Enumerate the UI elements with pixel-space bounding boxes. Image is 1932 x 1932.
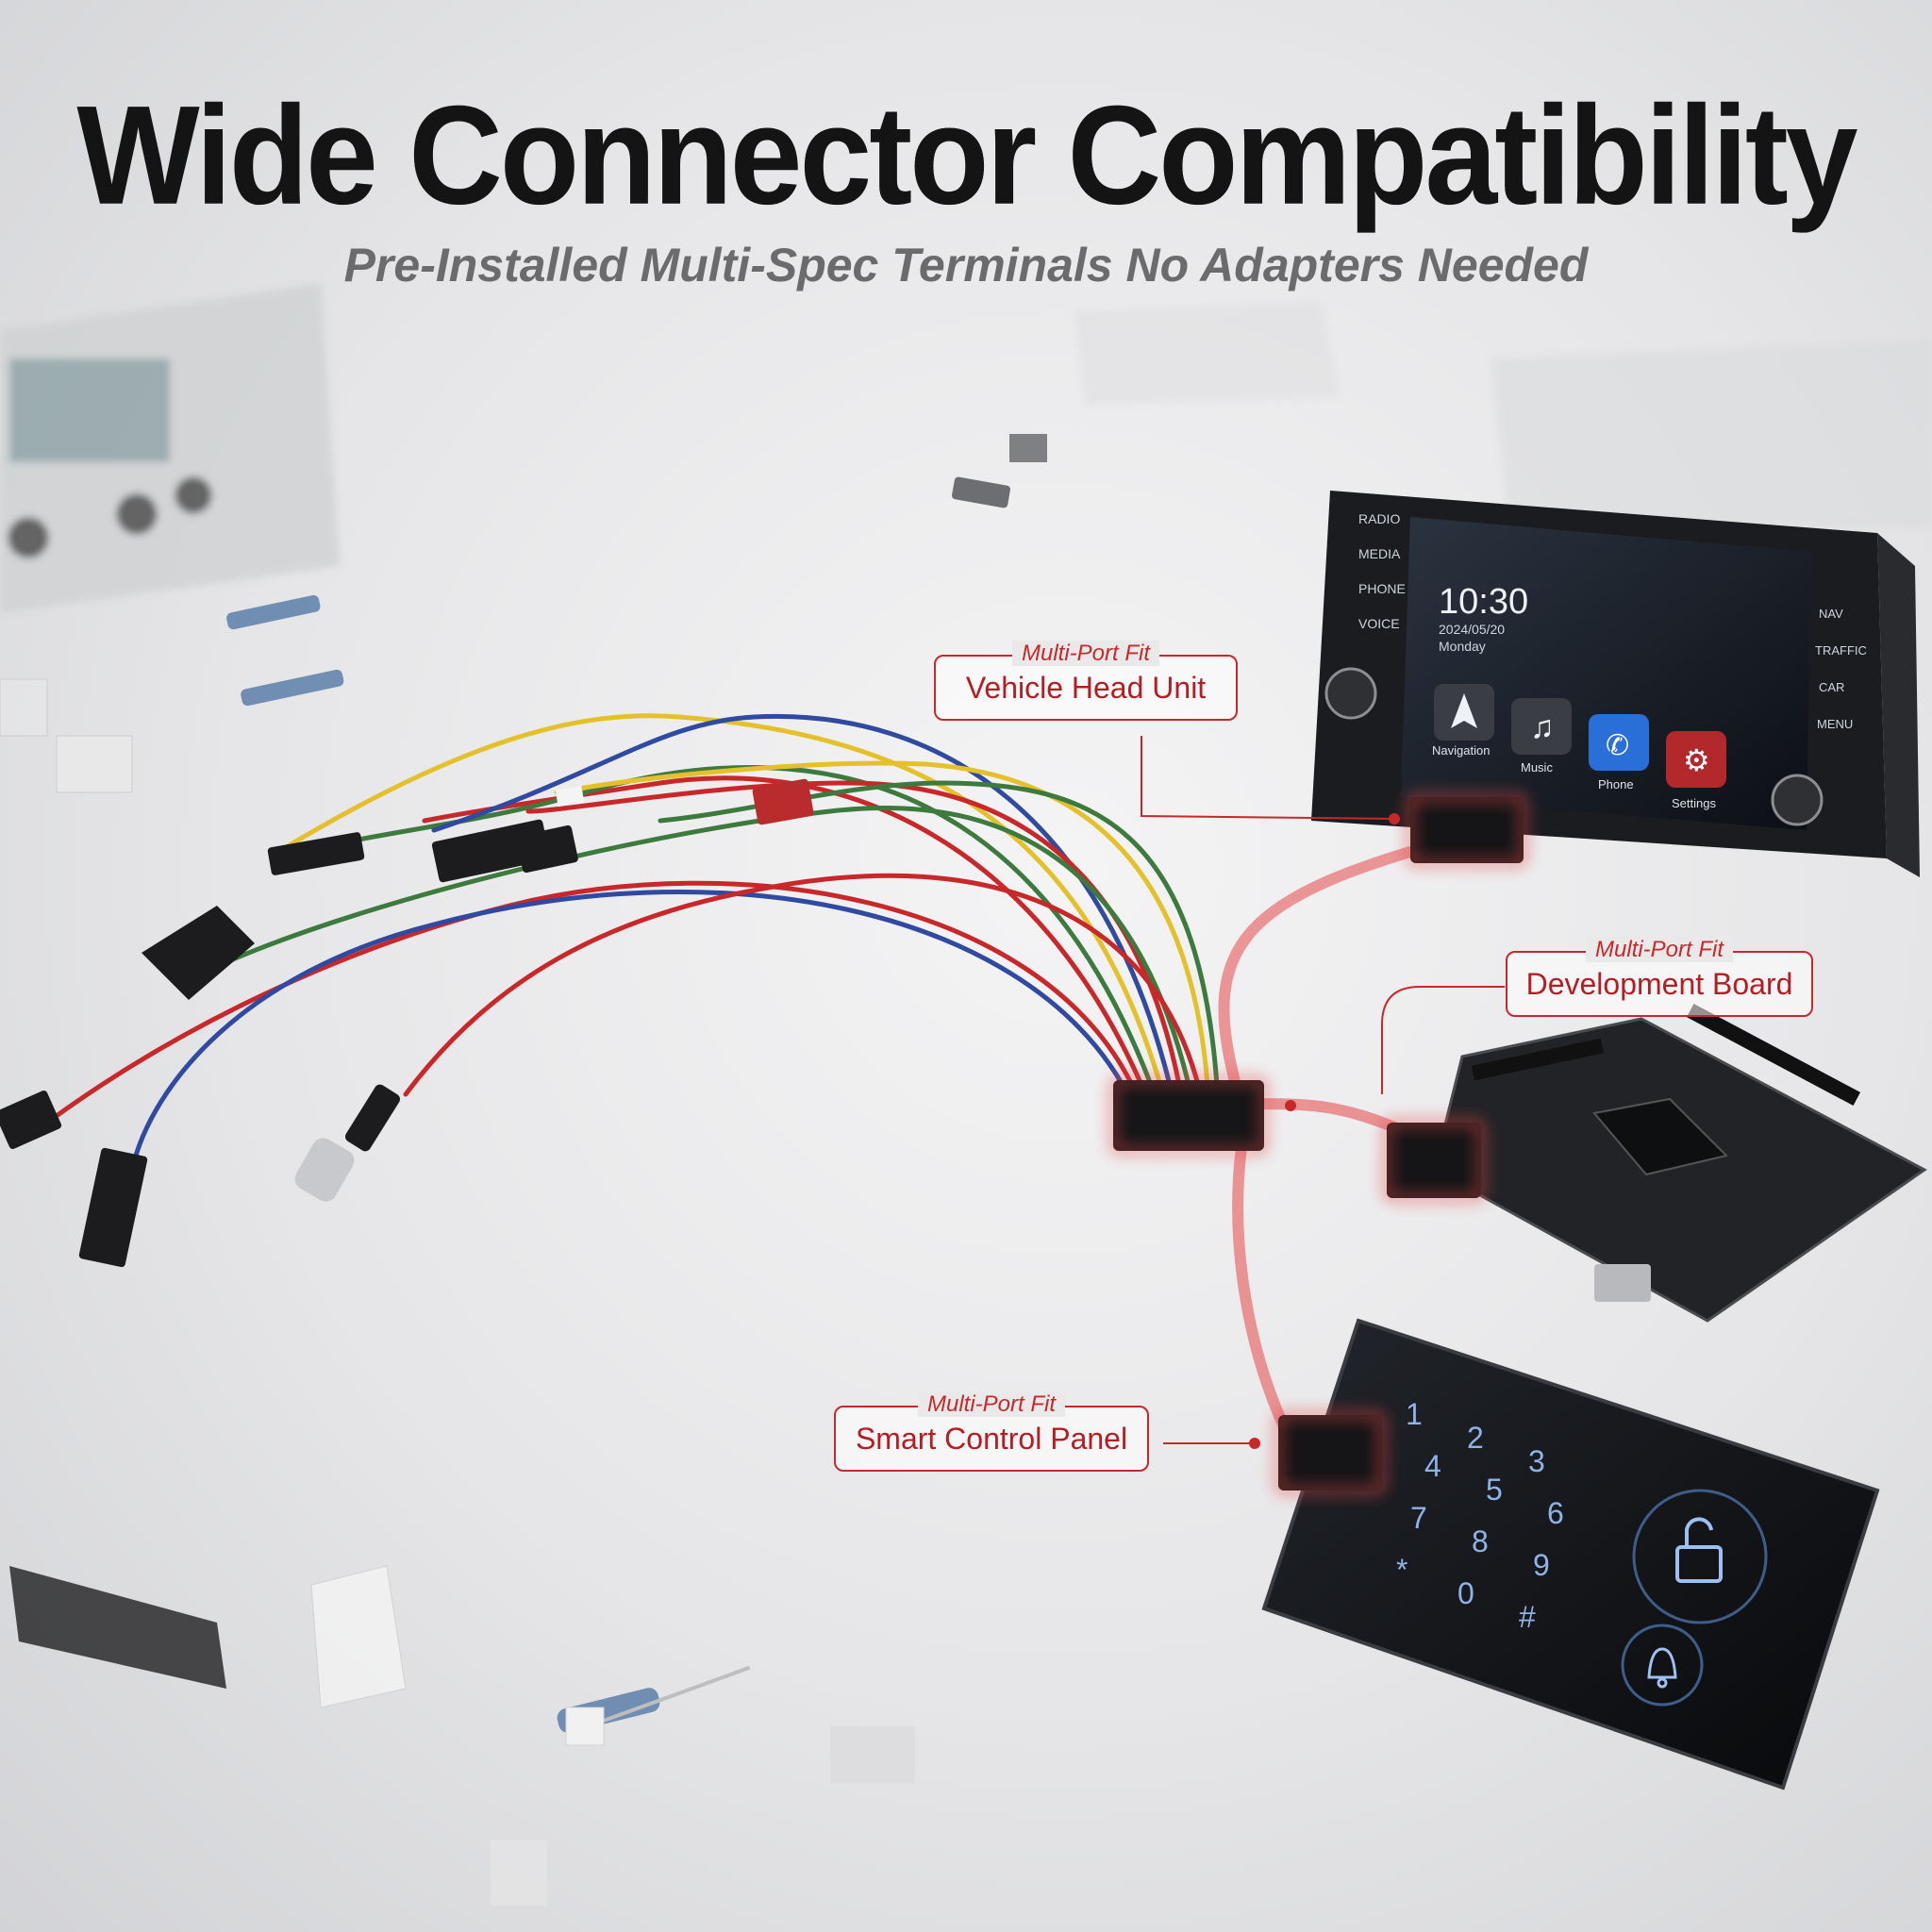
hu-app-tiles: ♫ ✆ ⚙ Navigation Music Phone Settings [1432, 684, 1726, 810]
callout-development-board: Multi-Port Fit Development Board [1506, 937, 1813, 1017]
vehicle-head-unit: RADIO MEDIA PHONE VOICE NAV TRAFFIC CAR … [1311, 491, 1920, 877]
link-head-unit [1218, 834, 1458, 1091]
hu-button-voice[interactable]: VOICE [1358, 616, 1400, 631]
loose-connectors [0, 778, 814, 1268]
board-chip [1592, 1097, 1728, 1176]
hu-button-radio[interactable]: RADIO [1358, 511, 1400, 526]
callout-label: Development Board [1525, 967, 1793, 1001]
wire-harness [44, 713, 1220, 1173]
key-hash[interactable]: # [1519, 1600, 1536, 1634]
key-4[interactable]: 4 [1424, 1449, 1441, 1483]
hu-button-car[interactable]: CAR [1819, 680, 1844, 694]
callout-label: Vehicle Head Unit [965, 671, 1207, 705]
hu-app-phone: Phone [1598, 777, 1634, 791]
background-equipment [0, 283, 1932, 613]
svg-text:⚙: ⚙ [1683, 743, 1710, 777]
signal-links [1218, 834, 1458, 1430]
leader-dev-board [1381, 986, 1505, 1094]
hu-app-settings: Settings [1672, 796, 1716, 810]
wire-yellow-1 [280, 713, 1163, 1088]
page-subtitle: Pre-Installed Multi-Spec Terminals No Ad… [343, 239, 1589, 291]
wire-yellow-2 [554, 760, 1210, 1088]
board-usb-port [1594, 1264, 1651, 1302]
hu-date: 2024/05/20 [1439, 622, 1505, 637]
callout-tag: Multi-Port Fit [1585, 937, 1733, 962]
hu-button-media[interactable]: MEDIA [1358, 546, 1401, 561]
link-control-panel [1232, 1117, 1289, 1430]
harness-main-connector [1110, 1077, 1267, 1154]
callout-tag: Multi-Port Fit [1011, 641, 1159, 666]
wire-green-2 [224, 805, 1191, 1088]
wire-blue-1 [431, 713, 1173, 1088]
leader-head-unit [1141, 736, 1395, 820]
hu-day: Monday [1439, 639, 1486, 654]
key-6[interactable]: 6 [1547, 1496, 1564, 1530]
bell-icon [1647, 1647, 1677, 1689]
wire-red-3 [44, 880, 1135, 1125]
panel-connector [1278, 1415, 1382, 1491]
development-board [1384, 1003, 1927, 1323]
callout-smart-control-panel: Multi-Port Fit Smart Control Panel [834, 1391, 1149, 1472]
callout-leaders [1141, 736, 1505, 1449]
page-title: Wide Connector Compatibility [76, 76, 1857, 235]
board-connector [1387, 1123, 1481, 1198]
svg-text:✆: ✆ [1606, 730, 1629, 761]
key-star[interactable]: * [1396, 1553, 1407, 1587]
key-8[interactable]: 8 [1472, 1524, 1489, 1558]
wire-blue-2 [129, 890, 1125, 1173]
smart-control-panel: 1 2 3 4 5 6 7 8 9 * 0 # [1261, 1318, 1880, 1790]
hu-tune-knob[interactable] [1771, 774, 1824, 826]
key-9[interactable]: 9 [1533, 1548, 1550, 1582]
hu-connector [1410, 797, 1524, 863]
key-1[interactable]: 1 [1406, 1397, 1423, 1431]
keypad: 1 2 3 4 5 6 7 8 9 * 0 # [1396, 1397, 1564, 1634]
callout-vehicle-head-unit: Multi-Port Fit Vehicle Head Unit [934, 641, 1238, 721]
key-7[interactable]: 7 [1410, 1501, 1427, 1535]
unlock-button[interactable] [1632, 1489, 1768, 1624]
music-icon[interactable] [1511, 698, 1572, 755]
key-0[interactable]: 0 [1457, 1576, 1474, 1610]
callout-tag: Multi-Port Fit [917, 1391, 1065, 1417]
wire-red-2 [525, 780, 1182, 1088]
wire-red-4 [403, 873, 1201, 1097]
hu-app-music: Music [1521, 760, 1553, 774]
scattered-components [0, 434, 1047, 1906]
hu-button-menu[interactable]: MENU [1817, 717, 1853, 731]
hu-button-phone[interactable]: PHONE [1358, 581, 1406, 596]
svg-text:♫: ♫ [1530, 709, 1555, 745]
hu-clock: 10:30 [1439, 582, 1528, 622]
settings-icon[interactable] [1666, 731, 1726, 788]
key-5[interactable]: 5 [1486, 1473, 1503, 1507]
unlock-icon [1675, 1517, 1723, 1583]
bell-button[interactable] [1621, 1624, 1704, 1707]
key-2[interactable]: 2 [1467, 1421, 1484, 1455]
wire-red-1 [422, 775, 1144, 1088]
hu-button-traffic[interactable]: TRAFFIC [1815, 643, 1867, 658]
hu-volume-knob[interactable] [1324, 667, 1377, 720]
phone-icon[interactable] [1589, 714, 1649, 771]
hu-app-navigation: Navigation [1432, 743, 1490, 758]
link-dev-board [1240, 1098, 1411, 1138]
hu-button-nav[interactable]: NAV [1819, 607, 1843, 621]
callout-label: Smart Control Panel [855, 1422, 1128, 1456]
key-3[interactable]: 3 [1528, 1444, 1545, 1478]
board-pin-headers [1471, 1003, 1861, 1107]
